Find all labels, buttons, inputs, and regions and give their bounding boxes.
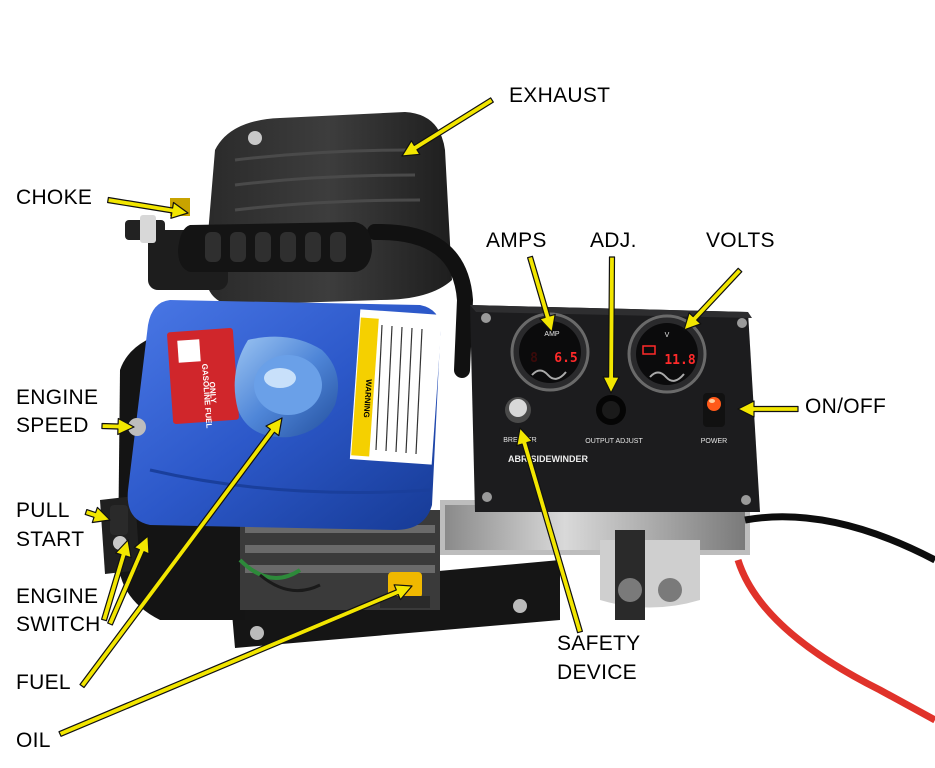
- volt-gauge-label: V: [665, 332, 670, 339]
- label-engine-speed-line2: SPEED: [16, 414, 89, 437]
- arrow-exhaust: [401, 97, 494, 157]
- amp-readout: 6.5: [554, 351, 577, 366]
- control-panel: AMP 8 6.5 V 11.8 BREAKER OUTPUT ADJUST: [470, 305, 760, 512]
- label-oil: OIL: [16, 729, 51, 752]
- fuel-sticker: GASOLINE FUEL ONLY: [167, 328, 239, 429]
- label-adj: ADJ.: [590, 229, 637, 252]
- svg-text:8: 8: [530, 351, 538, 366]
- warning-sticker-text: WARNING: [362, 379, 374, 418]
- arrow-fuel: [79, 417, 283, 689]
- arrow-amps: [526, 255, 556, 333]
- label-exhaust: EXHAUST: [509, 84, 611, 107]
- arrow-oil: [58, 584, 413, 737]
- label-amps: AMPS: [486, 229, 547, 252]
- leader-arrows: [58, 97, 799, 737]
- label-choke: CHOKE: [16, 186, 93, 209]
- engine-speed-knob: [128, 418, 146, 436]
- volt-gauge: V 11.8: [627, 314, 707, 394]
- label-safety-device-line2: DEVICE: [557, 661, 637, 684]
- label-pull-start-line2: START: [16, 528, 85, 551]
- amp-gauge-label: AMP: [544, 331, 560, 338]
- output-cables: [734, 513, 935, 724]
- label-engine-switch-line2: SWITCH: [16, 613, 101, 636]
- brand-label: ABR-SIDEWINDER: [508, 454, 588, 464]
- arrow-volts: [683, 267, 743, 331]
- warning-sticker: WARNING: [349, 309, 443, 465]
- volt-readout: 11.8: [664, 353, 695, 368]
- arrow-pull-start: [84, 506, 111, 524]
- arrow-engine-speed: [101, 417, 135, 436]
- arrow-engine-switch-b: [107, 535, 150, 626]
- label-fuel: FUEL: [16, 671, 71, 694]
- arrow-on-off: [737, 400, 799, 418]
- output-adjust-label: OUTPUT ADJUST: [585, 438, 643, 445]
- amp-gauge: AMP 8 6.5: [510, 312, 590, 392]
- arrow-adj: [602, 256, 620, 394]
- fuel-tank: GASOLINE FUEL ONLY WARNING: [127, 300, 443, 530]
- label-engine-switch-line1: ENGINE: [16, 585, 99, 608]
- output-adjust-knob[interactable]: OUTPUT ADJUST: [585, 395, 643, 445]
- arrow-engine-switch-a: [100, 539, 132, 622]
- arrow-choke: [106, 196, 189, 219]
- power-label: POWER: [701, 438, 727, 445]
- fuel-cap: [234, 336, 339, 438]
- alternator: [440, 500, 750, 620]
- fuel-sticker-text-2: ONLY: [207, 381, 218, 404]
- arrow-safety-device: [516, 427, 584, 634]
- label-volts: VOLTS: [706, 229, 775, 252]
- label-safety-device-line1: SAFETY: [557, 632, 641, 655]
- label-pull-start-line1: PULL: [16, 499, 70, 522]
- handle: [178, 222, 474, 378]
- label-engine-speed-line1: ENGINE: [16, 386, 99, 409]
- label-on-off: ON/OFF: [805, 395, 887, 418]
- power-switch[interactable]: POWER: [701, 393, 727, 445]
